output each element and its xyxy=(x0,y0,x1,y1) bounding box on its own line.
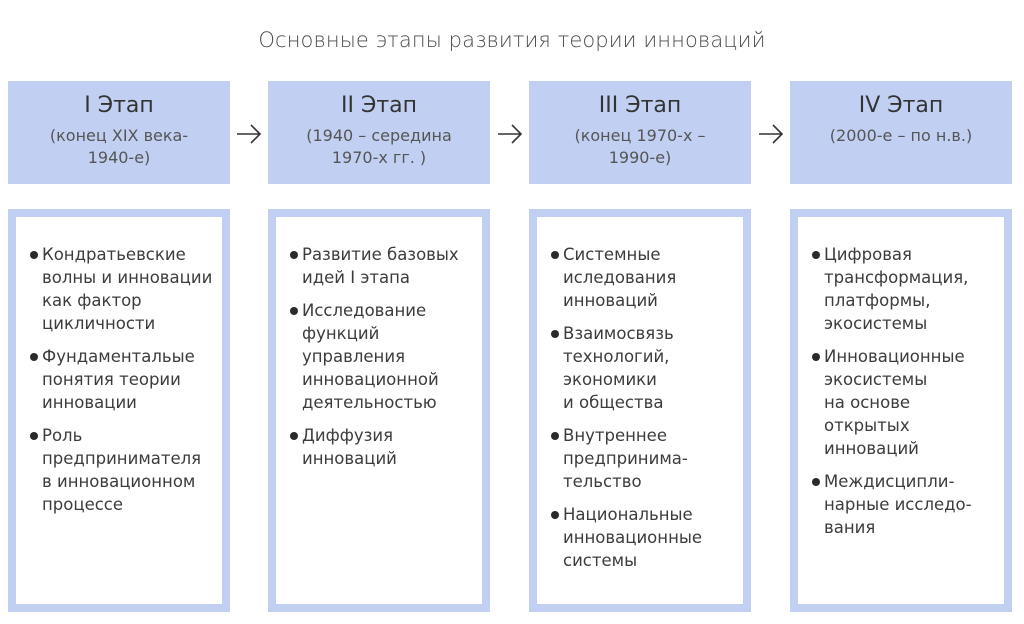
bullet-icon xyxy=(551,330,559,338)
list-item: Диффузия инноваций xyxy=(290,424,476,470)
stage-2-header: II Этап (1940 – середина 1970-х гг. ) xyxy=(268,81,490,184)
list-item: Роль предпринимателя в инновационном про… xyxy=(30,424,216,516)
bullet-icon xyxy=(290,307,298,315)
list-item: Развитие базовых идей I этапа xyxy=(290,243,476,289)
stage-1-content: Кондратьевские волны и инновации как фак… xyxy=(8,209,230,612)
stage-name: II Этап xyxy=(340,93,417,118)
bullet-icon xyxy=(551,251,559,259)
bullet-icon xyxy=(30,353,38,361)
list-item: Исследование функций управления инноваци… xyxy=(290,299,476,414)
bullet-icon xyxy=(812,478,820,486)
list-item: Внутреннее предпринима- тельство xyxy=(551,424,737,493)
bullet-icon xyxy=(290,251,298,259)
stage-1-header: I Этап (конец XIX века- 1940-е) xyxy=(8,81,230,184)
bullet-icon xyxy=(551,511,559,519)
stage-4-content: Цифровая трансформация, платформы, экоси… xyxy=(790,209,1012,612)
stage-3-header: III Этап (конец 1970-х – 1990-е) xyxy=(529,81,751,184)
list-item: Взаимосвязь технологий, экономики и обще… xyxy=(551,322,737,414)
list-item: Кондратьевские волны и инновации как фак… xyxy=(30,243,216,335)
bullet-icon xyxy=(812,251,820,259)
bullet-icon xyxy=(812,353,820,361)
stage-name: IV Этап xyxy=(858,93,944,118)
list-item: Системные иследования инноваций xyxy=(551,243,737,312)
list-item: Цифровая трансформация, платформы, экоси… xyxy=(812,243,998,335)
stage-period: (конец XIX века- 1940-е) xyxy=(49,126,189,167)
stage-period: (2000-е – по н.в.) xyxy=(829,126,973,145)
stage-period: (1940 – середина 1970-х гг. ) xyxy=(306,126,452,167)
diagram-title: Основные этапы развития теории инноваций xyxy=(258,28,766,52)
bullet-icon xyxy=(551,432,559,440)
stage-name: III Этап xyxy=(598,93,682,118)
list-item: Инновационные экосистемы на основе откры… xyxy=(812,345,998,460)
bullet-icon xyxy=(290,432,298,440)
stage-3-content: Системные иследования инноваций Взаимосв… xyxy=(529,209,751,612)
arrow-right-icon xyxy=(752,118,790,150)
stage-4-header: IV Этап (2000-е – по н.в.) xyxy=(790,81,1012,184)
stage-2-content: Развитие базовых идей I этапа Исследован… xyxy=(268,209,490,612)
stage-period: (конец 1970-х – 1990-е) xyxy=(574,126,706,167)
bullet-icon xyxy=(30,251,38,259)
list-item: Национальные инновационные системы xyxy=(551,503,737,572)
bullet-icon xyxy=(30,432,38,440)
arrow-right-icon xyxy=(230,118,268,150)
list-item: Фундаментальые понятия теории инновации xyxy=(30,345,216,414)
arrow-right-icon xyxy=(491,118,529,150)
stage-name: I Этап xyxy=(84,93,154,118)
list-item: Междисципли- нарные исследо- вания xyxy=(812,470,998,539)
